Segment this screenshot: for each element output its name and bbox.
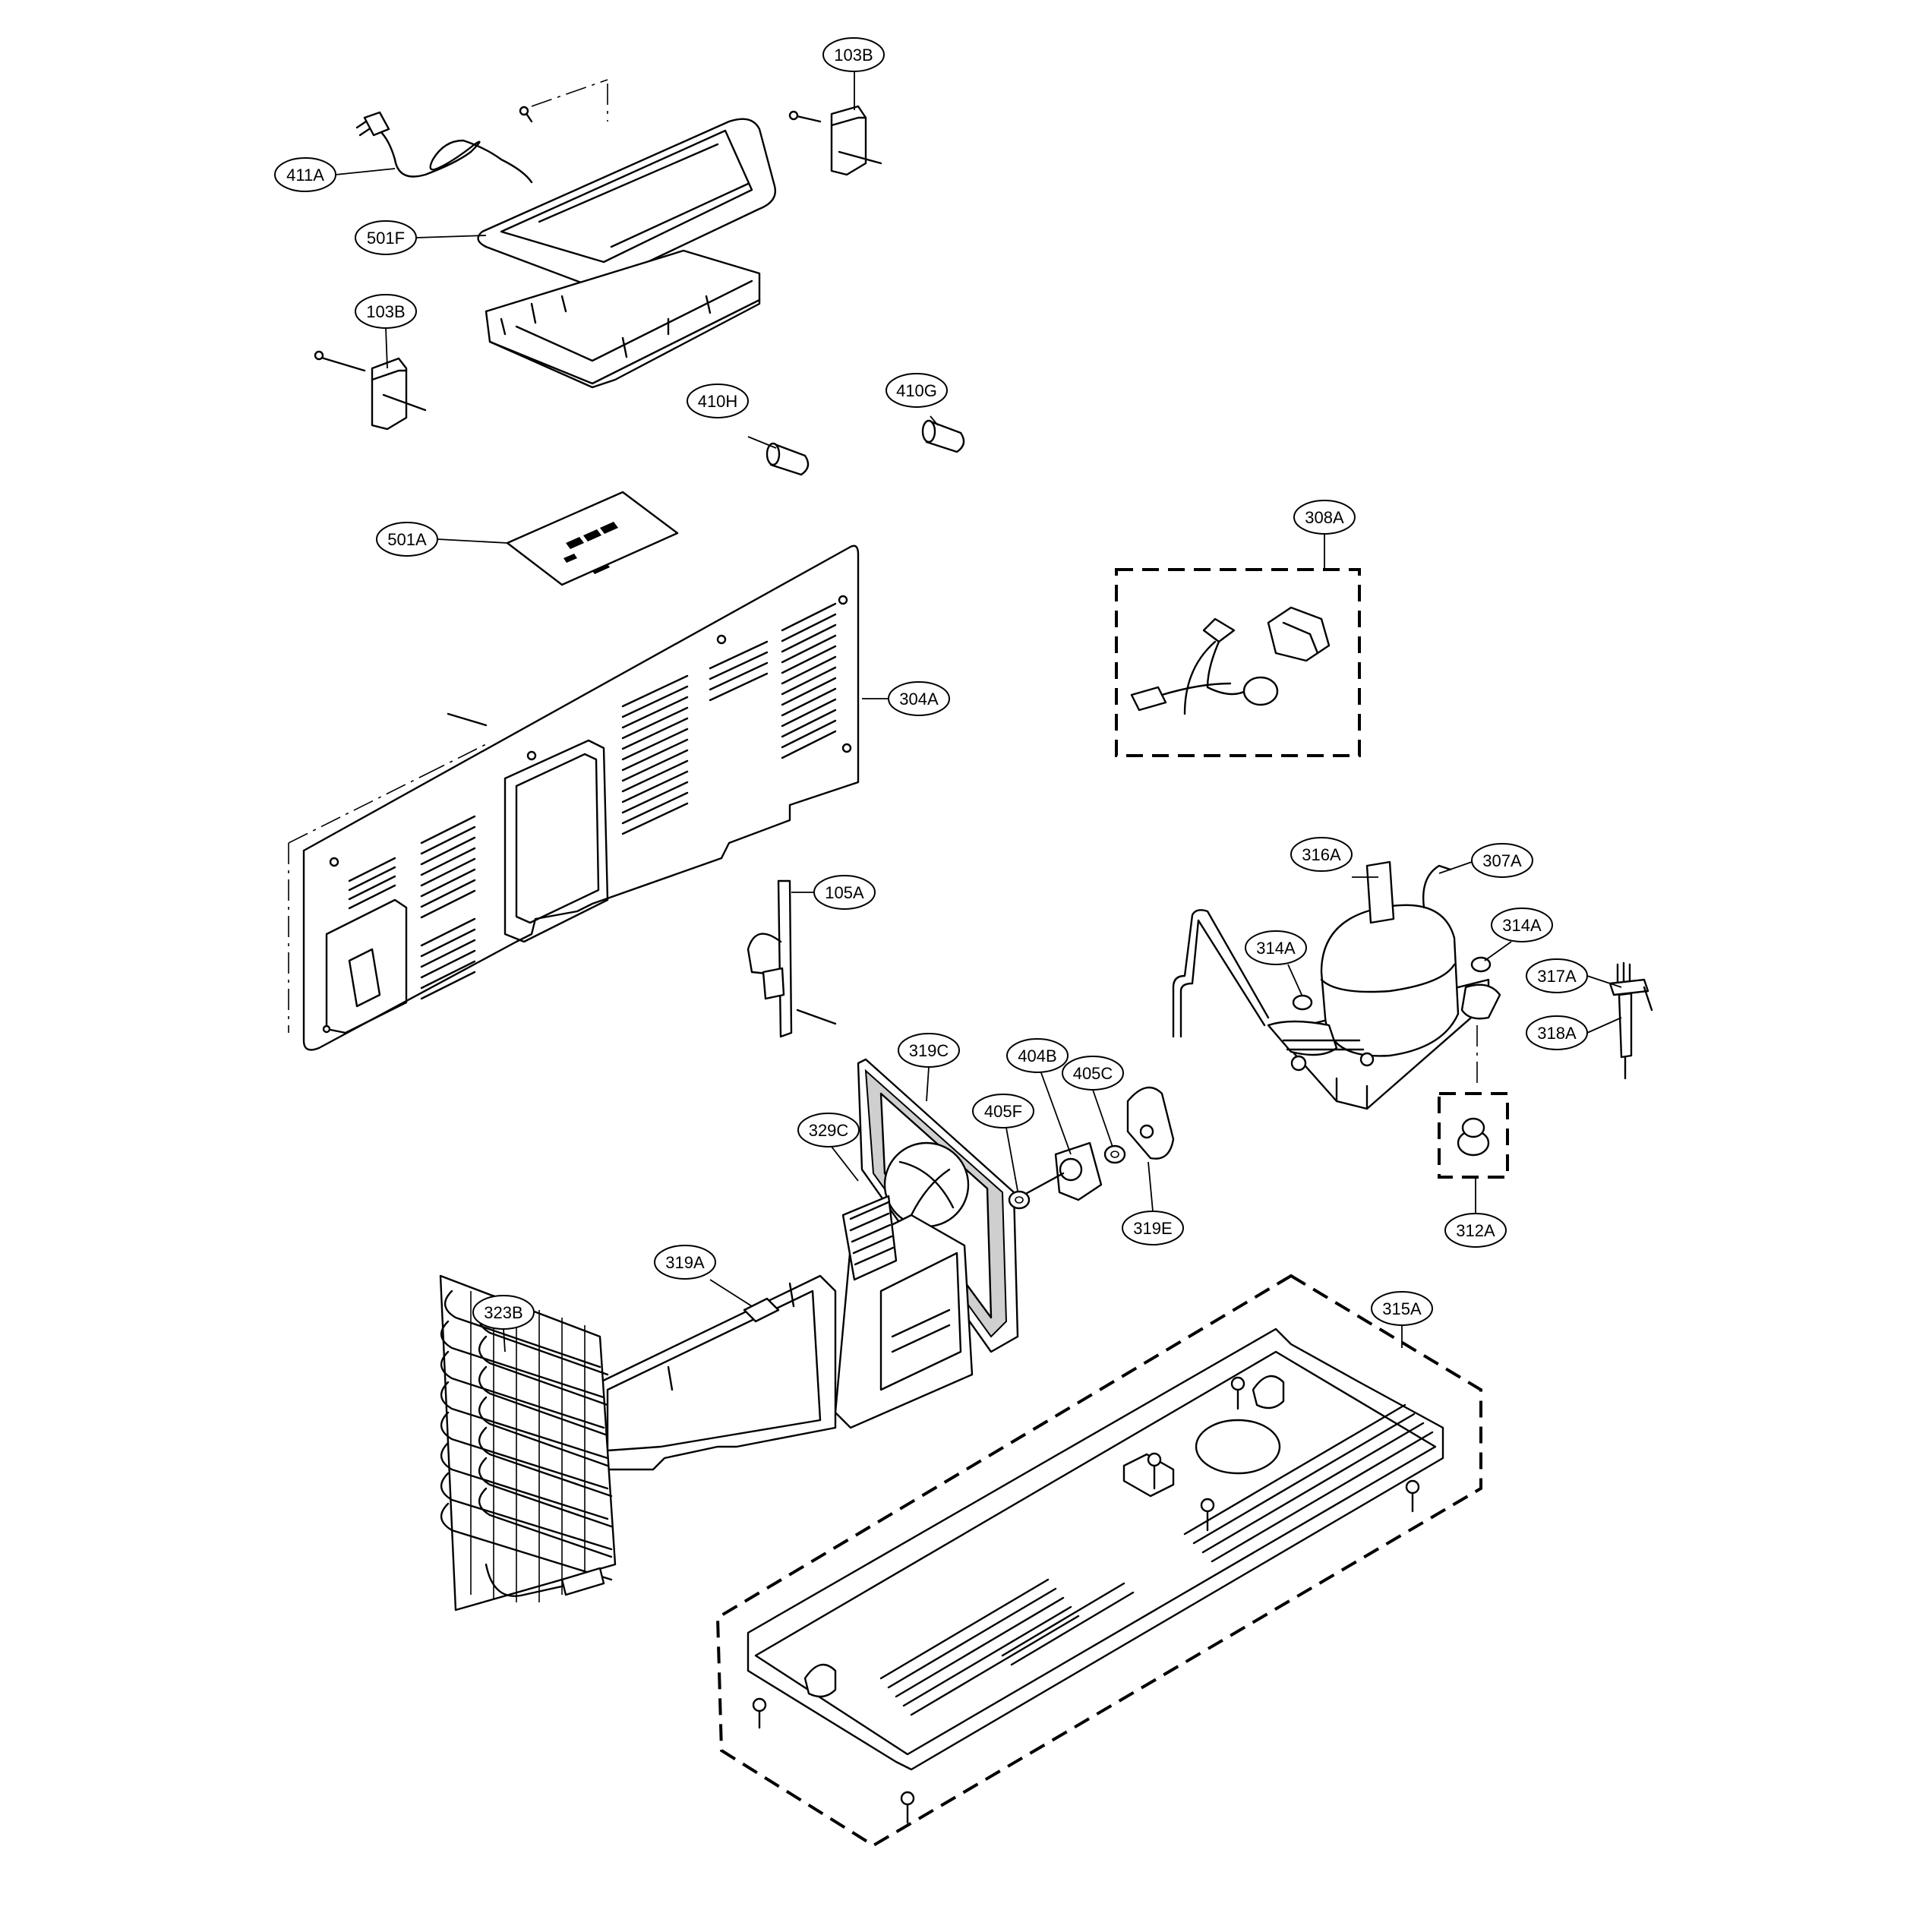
grommet-kit bbox=[1438, 1092, 1509, 1179]
callout-label: 103B bbox=[834, 46, 873, 65]
callout-label: 319C bbox=[909, 1041, 949, 1060]
callout-308A: 308A bbox=[1293, 500, 1356, 535]
callout-label: 312A bbox=[1456, 1221, 1495, 1240]
condenser bbox=[439, 1274, 617, 1612]
callout-label: 103B bbox=[366, 302, 405, 321]
valve-assembly bbox=[1608, 961, 1653, 1080]
washer-405F bbox=[1008, 1190, 1031, 1210]
callout-405C: 405C bbox=[1062, 1056, 1124, 1091]
bracket-top bbox=[788, 105, 882, 176]
callout-label: 501F bbox=[367, 229, 405, 248]
power-cord bbox=[355, 111, 533, 184]
callout-label: 410H bbox=[698, 392, 738, 411]
capacitor-410H bbox=[766, 442, 810, 476]
callout-304A: 304A bbox=[888, 681, 950, 716]
callout-410G: 410G bbox=[886, 373, 948, 408]
callout-501F: 501F bbox=[355, 220, 417, 255]
callout-label: 317A bbox=[1537, 967, 1577, 986]
callout-label: 319A bbox=[665, 1253, 705, 1272]
control-box-cover bbox=[477, 79, 776, 389]
callout-label: 405C bbox=[1073, 1064, 1113, 1083]
callout-501A: 501A bbox=[376, 522, 438, 557]
callout-105A: 105A bbox=[813, 875, 876, 910]
callout-312A: 312A bbox=[1444, 1213, 1507, 1248]
callout-label: 501A bbox=[387, 530, 427, 549]
callout-label: 410G bbox=[896, 381, 937, 400]
relay-kit bbox=[1115, 568, 1361, 757]
callout-label: 323B bbox=[484, 1303, 522, 1322]
callout-103B-top: 103B bbox=[822, 37, 885, 72]
callout-label: 105A bbox=[825, 883, 864, 902]
compressor bbox=[1172, 860, 1501, 1110]
callout-label: 304A bbox=[899, 690, 939, 709]
callout-316A: 316A bbox=[1290, 837, 1353, 872]
bracket-left bbox=[314, 350, 427, 431]
callout-410H: 410H bbox=[687, 384, 749, 418]
drain-tube bbox=[747, 879, 837, 1038]
callout-329C: 329C bbox=[797, 1113, 860, 1147]
callout-label: 314A bbox=[1502, 916, 1542, 935]
callout-label: 405F bbox=[984, 1102, 1022, 1121]
back-panel bbox=[288, 545, 860, 1051]
callout-319A: 319A bbox=[654, 1245, 716, 1280]
callout-307A: 307A bbox=[1471, 843, 1533, 878]
callout-323B: 323B bbox=[472, 1295, 535, 1330]
evaporator-tray bbox=[583, 1274, 837, 1471]
callout-317A: 317A bbox=[1526, 958, 1588, 993]
callout-404B: 404B bbox=[1006, 1038, 1069, 1073]
callout-319C: 319C bbox=[898, 1033, 960, 1068]
control-board bbox=[506, 491, 679, 586]
fan-motor-mount bbox=[841, 1195, 898, 1281]
callout-label: 307A bbox=[1482, 851, 1522, 870]
callout-405F: 405F bbox=[972, 1094, 1034, 1129]
base-plate bbox=[715, 1274, 1482, 1848]
callout-label: 314A bbox=[1256, 939, 1296, 958]
callout-315A: 315A bbox=[1371, 1291, 1433, 1326]
callout-314A-right: 314A bbox=[1491, 908, 1553, 942]
callout-103B-left: 103B bbox=[355, 294, 417, 329]
leader-lines bbox=[335, 71, 1622, 1353]
fan-blade-319E bbox=[1126, 1086, 1175, 1160]
callout-label: 329C bbox=[809, 1121, 849, 1140]
washer-405C bbox=[1103, 1144, 1126, 1164]
callout-label: 319E bbox=[1133, 1219, 1172, 1238]
capacitor-410G bbox=[921, 419, 965, 453]
callout-319E: 319E bbox=[1122, 1211, 1184, 1245]
callout-label: 404B bbox=[1018, 1046, 1056, 1065]
callout-label: 315A bbox=[1382, 1299, 1422, 1318]
callout-318A: 318A bbox=[1526, 1015, 1588, 1050]
callout-label: 308A bbox=[1305, 508, 1344, 527]
fan-motor bbox=[1020, 1141, 1103, 1201]
callout-314A-left: 314A bbox=[1245, 930, 1307, 965]
callout-label: 411A bbox=[286, 166, 324, 185]
callout-label: 316A bbox=[1302, 845, 1341, 864]
callout-label: 318A bbox=[1537, 1024, 1577, 1043]
callout-411A: 411A bbox=[274, 157, 336, 192]
